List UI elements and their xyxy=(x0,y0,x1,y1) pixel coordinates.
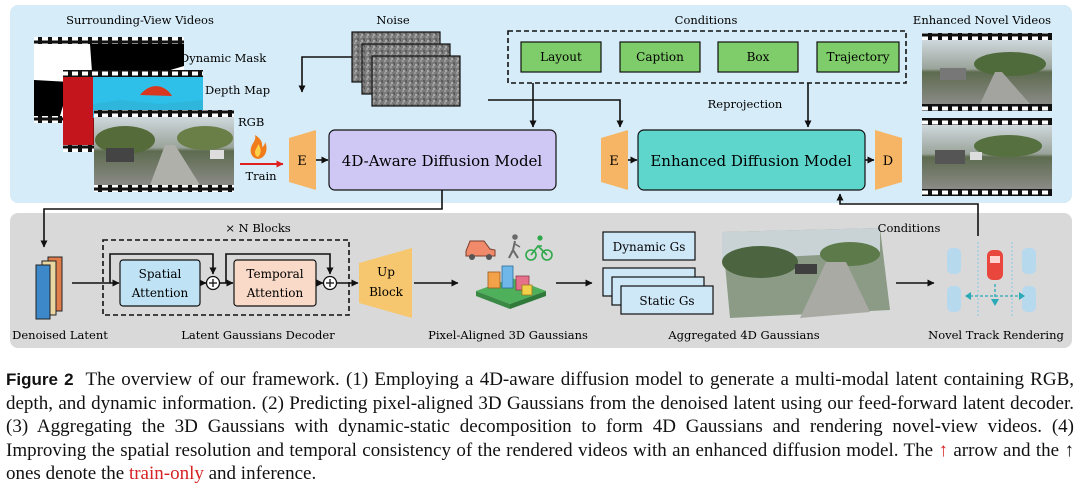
novel-track-label: Novel Track Rendering xyxy=(928,328,1064,342)
spatial-attention-line1: Spatial xyxy=(139,267,182,281)
dynamic-gs-label: Dynamic Gs xyxy=(613,240,686,254)
enhanced-video-2 xyxy=(922,118,1052,196)
pedestrian-icon xyxy=(508,234,521,259)
figure-label: Figure 2 xyxy=(6,370,74,389)
decoder-d xyxy=(875,130,902,190)
rgb-frame xyxy=(94,110,234,192)
train-label: Train xyxy=(245,169,277,183)
skip-spatial xyxy=(109,253,217,283)
skip-temporal xyxy=(225,253,334,283)
encoder-left xyxy=(289,130,316,190)
surround-title: Surrounding-View Videos xyxy=(66,13,214,27)
encoder-right xyxy=(601,130,628,190)
cyclist-icon xyxy=(525,235,553,261)
enhanced-diffusion-label: Enhanced Diffusion Model xyxy=(650,152,851,170)
figure-caption: Figure 2 The overview of our framework. … xyxy=(6,368,1074,486)
black-arrow-glyph: ↑ xyxy=(1064,439,1074,461)
denoised-latent-stack xyxy=(35,256,63,320)
fire-icon xyxy=(250,135,267,159)
encoder-left-label: E xyxy=(297,154,307,169)
up-block-line2: Block xyxy=(369,285,404,299)
caption-text-1: The overview of our framework. (1) Emplo… xyxy=(6,369,1074,461)
condition-caption: Caption xyxy=(619,41,701,73)
aggregated-4d-image xyxy=(722,228,890,318)
caption-text-2: arrow and the xyxy=(953,439,1060,461)
svg-text:Layout: Layout xyxy=(540,50,582,64)
aggregated-label: Aggregated 4D Gaussians xyxy=(667,328,819,342)
plus-node-1 xyxy=(205,275,221,291)
rgb-label: RGB xyxy=(238,115,264,129)
temporal-attention-line1: Temporal xyxy=(246,267,303,281)
car-icon xyxy=(465,240,496,260)
caption-text-4: and inference. xyxy=(208,463,317,485)
conditions-title: Conditions xyxy=(675,13,738,27)
arrow-render-to-enhanced xyxy=(836,193,979,236)
svg-text:Caption: Caption xyxy=(636,50,684,64)
conditions-group xyxy=(507,30,907,84)
framework-diagram: Surrounding-View Videos Dynamic Mask Dep… xyxy=(10,5,1072,348)
denoised-latent-label: Denoised Latent xyxy=(12,328,108,342)
novel-track-icon xyxy=(947,242,1036,318)
condition-layout: Layout xyxy=(520,41,602,73)
red-arrow-glyph: ↑ xyxy=(938,439,948,461)
svg-text:Box: Box xyxy=(747,50,770,64)
decoder-name-label: Latent Gaussians Decoder xyxy=(181,328,335,342)
reprojection-label: Reprojection xyxy=(708,97,783,111)
noise-label: Noise xyxy=(376,13,410,27)
arrow-noise-to-encoder xyxy=(298,56,352,93)
dynamic-mask-label: Dynamic Mask xyxy=(180,51,267,65)
pixel-aligned-label: Pixel-Aligned 3D Gaussians xyxy=(428,328,588,342)
condition-trajectory: Trajectory xyxy=(816,41,900,73)
depth-map-label: Depth Map xyxy=(205,83,270,97)
enhanced-video-1 xyxy=(922,33,1052,111)
bottom-conditions-label: Conditions xyxy=(878,221,941,235)
up-block xyxy=(359,248,412,318)
city-blocks-icon xyxy=(476,265,546,309)
decoder-d-label: D xyxy=(883,154,893,169)
encoder-right-label: E xyxy=(609,154,619,169)
svg-text:Trajectory: Trajectory xyxy=(827,50,890,64)
dynamic-gs-box xyxy=(602,231,696,261)
up-block-line1: Up xyxy=(377,265,395,279)
train-only-text: train-only xyxy=(128,463,204,485)
static-gs-label: Static Gs xyxy=(639,294,694,308)
static-gs-stack xyxy=(602,267,714,315)
arrow-to-encoder-right xyxy=(488,99,624,128)
temporal-attention-line2: Attention xyxy=(246,286,304,300)
spatial-attention-line2: Attention xyxy=(131,286,189,300)
condition-box: Box xyxy=(717,41,799,73)
diffusion-4d-label: 4D-Aware Diffusion Model xyxy=(342,152,543,170)
plus-node-2 xyxy=(322,275,338,291)
arrow-4d-to-latent xyxy=(40,190,443,248)
enhanced-videos-title: Enhanced Novel Videos xyxy=(913,13,1051,27)
n-blocks-label: × N Blocks xyxy=(225,221,290,235)
decoder-blocks-group xyxy=(102,239,350,316)
caption-text-3: ones denote the xyxy=(6,463,125,485)
